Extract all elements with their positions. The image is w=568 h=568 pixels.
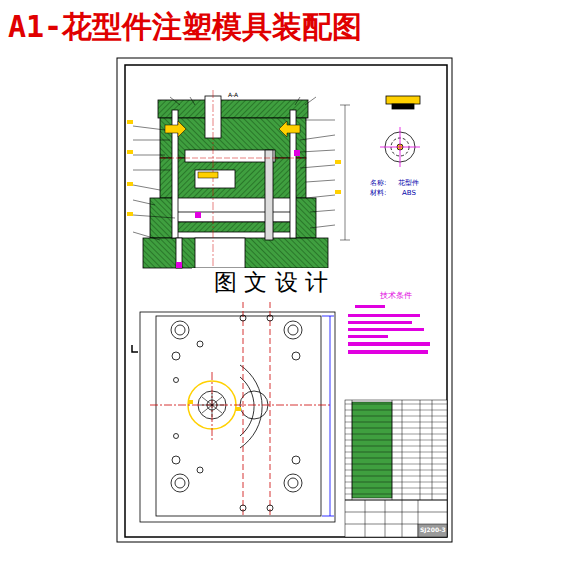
part-name: 花型件 — [398, 180, 419, 188]
material-key: 材料: — [370, 190, 386, 198]
table-row-line — [345, 410, 447, 411]
table-row-line — [345, 452, 447, 453]
table-row-line — [345, 488, 447, 489]
notes-heading: 技术条件 — [380, 292, 412, 301]
table-row-line — [345, 494, 447, 495]
table-row-line — [345, 476, 447, 477]
table-row-line — [345, 434, 447, 435]
table-row-line — [345, 470, 447, 471]
drawing-number: SJ200-3 — [420, 527, 446, 534]
part-name-key: 名称: — [370, 180, 386, 188]
table-row-line — [345, 428, 447, 429]
table-row-line — [345, 404, 447, 405]
section-label: A-A — [228, 92, 238, 99]
table-row-line — [345, 446, 447, 447]
watermark: 图 文 设 计 — [212, 270, 330, 295]
table-row-line — [345, 440, 447, 441]
table-row-line — [345, 422, 447, 423]
table-row-line — [345, 416, 447, 417]
drawing-title: A1-花型件注塑模具装配图 — [8, 10, 362, 43]
table-row-line — [345, 464, 447, 465]
table-row-line — [345, 458, 447, 459]
table-row-line — [345, 482, 447, 483]
material: ABS — [402, 190, 416, 198]
